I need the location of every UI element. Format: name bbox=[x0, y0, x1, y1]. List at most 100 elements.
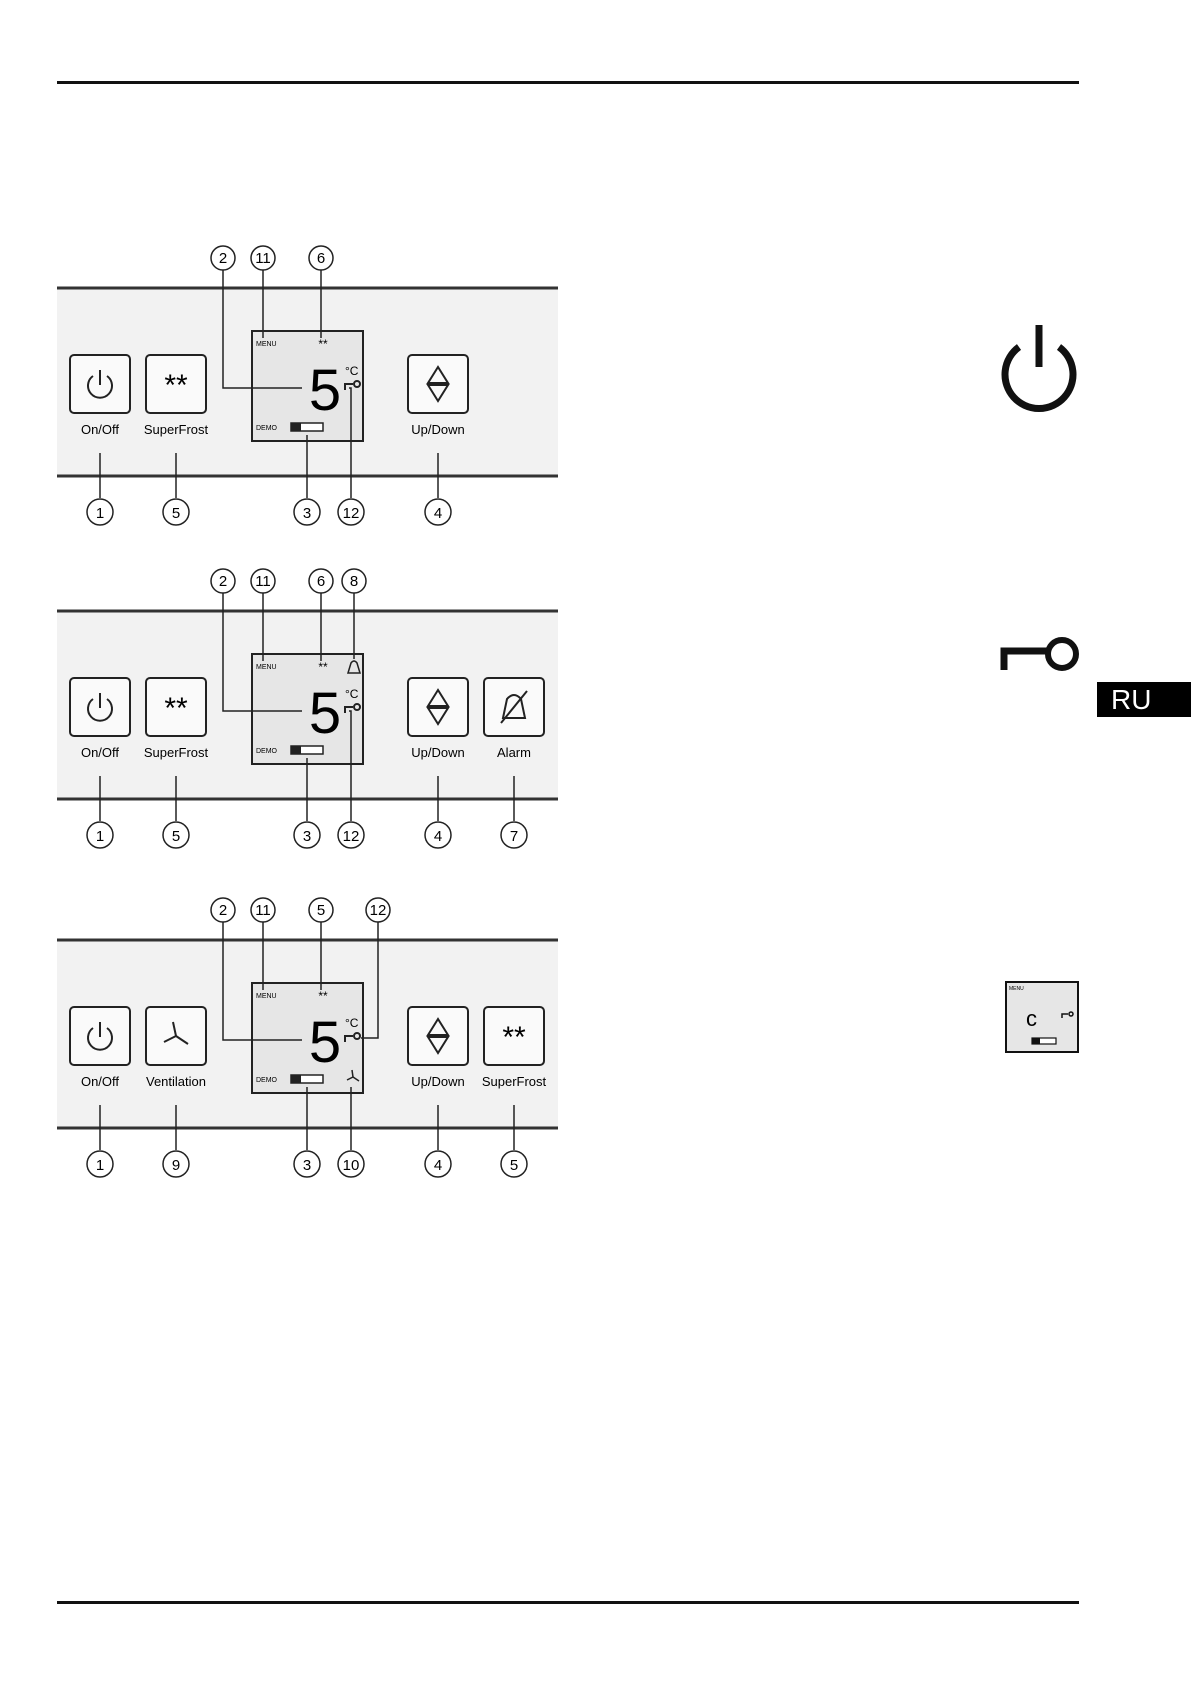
callout: 12 bbox=[343, 505, 360, 522]
callout: 1 bbox=[96, 828, 104, 845]
callout: 4 bbox=[434, 828, 442, 845]
superfrost-icon: ** bbox=[502, 1021, 526, 1054]
superfrost-button[interactable]: ** bbox=[145, 677, 207, 737]
callout: 9 bbox=[172, 1157, 180, 1174]
superfrost-label: SuperFrost bbox=[144, 422, 209, 437]
callout: 11 bbox=[255, 250, 271, 267]
alarm-button[interactable] bbox=[483, 677, 545, 737]
callout: 11 bbox=[255, 902, 271, 919]
superfrost-button[interactable]: ** bbox=[483, 1006, 545, 1066]
bottom-callouts bbox=[86, 498, 452, 526]
language-tab: RU bbox=[1097, 682, 1191, 717]
key-icon bbox=[1000, 637, 1079, 671]
ventilation-button[interactable] bbox=[145, 1006, 207, 1066]
superfrost-indicator: ** bbox=[318, 989, 328, 1003]
celsius-unit: °C bbox=[345, 1016, 359, 1030]
menu-indicator: MENU bbox=[256, 664, 277, 671]
callout: 11 bbox=[255, 573, 271, 590]
menu-indicator: MENU bbox=[256, 993, 277, 1000]
temperature-display: MENU ** 5 °C DEMO bbox=[251, 982, 364, 1094]
alarm-off-icon bbox=[500, 690, 528, 724]
bottom-rule bbox=[57, 1601, 1079, 1604]
callout: 1 bbox=[96, 1157, 104, 1174]
top-callouts bbox=[210, 897, 391, 923]
callout: 1 bbox=[96, 505, 104, 522]
callout: 3 bbox=[303, 1157, 311, 1174]
celsius-unit: °C bbox=[345, 687, 359, 701]
callout: 5 bbox=[510, 1157, 518, 1174]
mini-display-icon: MENU c bbox=[1005, 981, 1079, 1053]
updown-button[interactable] bbox=[407, 677, 469, 737]
updown-button[interactable] bbox=[407, 354, 469, 414]
updown-button[interactable] bbox=[407, 1006, 469, 1066]
battery-indicator bbox=[290, 1074, 324, 1084]
bottom-callouts bbox=[86, 821, 528, 849]
callout: 2 bbox=[219, 902, 227, 919]
updown-label: Up/Down bbox=[411, 422, 464, 437]
mini-display-digit: c bbox=[1026, 1006, 1037, 1031]
temperature-digit: 5 bbox=[309, 681, 341, 746]
power-icon bbox=[87, 693, 113, 722]
callout: 6 bbox=[317, 573, 325, 590]
ventilation-label: Ventilation bbox=[146, 1074, 206, 1089]
power-icon bbox=[87, 370, 113, 399]
control-panel-2: On/Off ** SuperFrost MENU ** 5 °C DEMO U… bbox=[57, 568, 558, 849]
onoff-button[interactable] bbox=[69, 1006, 131, 1066]
demo-indicator: DEMO bbox=[256, 748, 278, 755]
superfrost-label: SuperFrost bbox=[144, 745, 209, 760]
updown-label: Up/Down bbox=[411, 1074, 464, 1089]
callout: 4 bbox=[434, 1157, 442, 1174]
superfrost-icon: ** bbox=[164, 692, 188, 725]
temperature-display: MENU ** 5 °C DEMO bbox=[251, 330, 364, 442]
key-icon bbox=[344, 703, 361, 713]
callout: 2 bbox=[219, 250, 227, 267]
superfrost-button[interactable]: ** bbox=[145, 354, 207, 414]
callout: 12 bbox=[370, 902, 387, 919]
callout: 4 bbox=[434, 505, 442, 522]
callout: 10 bbox=[343, 1157, 360, 1174]
alarm-label: Alarm bbox=[497, 745, 531, 760]
leader-lines bbox=[99, 593, 515, 821]
mini-display-menu: MENU bbox=[1009, 986, 1024, 992]
temperature-display: MENU ** 5 °C DEMO bbox=[251, 653, 364, 765]
callout: 2 bbox=[219, 573, 227, 590]
up-down-icon bbox=[426, 1017, 450, 1055]
battery-indicator bbox=[290, 422, 324, 432]
callout: 5 bbox=[172, 505, 180, 522]
onoff-button[interactable] bbox=[69, 354, 131, 414]
callout: 5 bbox=[172, 828, 180, 845]
key-icon bbox=[344, 1032, 361, 1042]
fan-icon bbox=[346, 1069, 360, 1082]
temperature-digit: 5 bbox=[309, 1010, 341, 1075]
callout: 3 bbox=[303, 828, 311, 845]
temperature-digit: 5 bbox=[309, 358, 341, 423]
key-icon bbox=[344, 380, 361, 390]
callout: 12 bbox=[343, 828, 360, 845]
demo-indicator: DEMO bbox=[256, 425, 278, 432]
updown-label: Up/Down bbox=[411, 745, 464, 760]
onoff-button[interactable] bbox=[69, 677, 131, 737]
onoff-label: On/Off bbox=[81, 422, 119, 437]
superfrost-indicator: ** bbox=[318, 337, 328, 351]
battery-indicator bbox=[290, 745, 324, 755]
bell-icon bbox=[346, 660, 362, 674]
celsius-unit: °C bbox=[345, 364, 359, 378]
callout: 3 bbox=[303, 505, 311, 522]
superfrost-indicator: ** bbox=[318, 660, 328, 674]
leader-lines bbox=[99, 270, 439, 498]
superfrost-icon: ** bbox=[164, 369, 188, 402]
power-icon bbox=[87, 1022, 113, 1051]
superfrost-label: SuperFrost bbox=[482, 1074, 547, 1089]
up-down-icon bbox=[426, 688, 450, 726]
onoff-label: On/Off bbox=[81, 1074, 119, 1089]
power-icon bbox=[1001, 325, 1077, 412]
menu-indicator: MENU bbox=[256, 341, 277, 348]
top-callouts bbox=[210, 245, 334, 271]
up-down-icon bbox=[426, 365, 450, 403]
fan-icon bbox=[163, 1021, 189, 1045]
callout: 8 bbox=[350, 573, 358, 590]
callout: 5 bbox=[317, 902, 325, 919]
control-panel-3: On/Off Ventilation MENU ** 5 °C DEMO Up/… bbox=[57, 897, 558, 1178]
onoff-label: On/Off bbox=[81, 745, 119, 760]
control-panel-1: On/Off ** SuperFrost MENU ** 5 °C DEMO U… bbox=[57, 245, 558, 526]
